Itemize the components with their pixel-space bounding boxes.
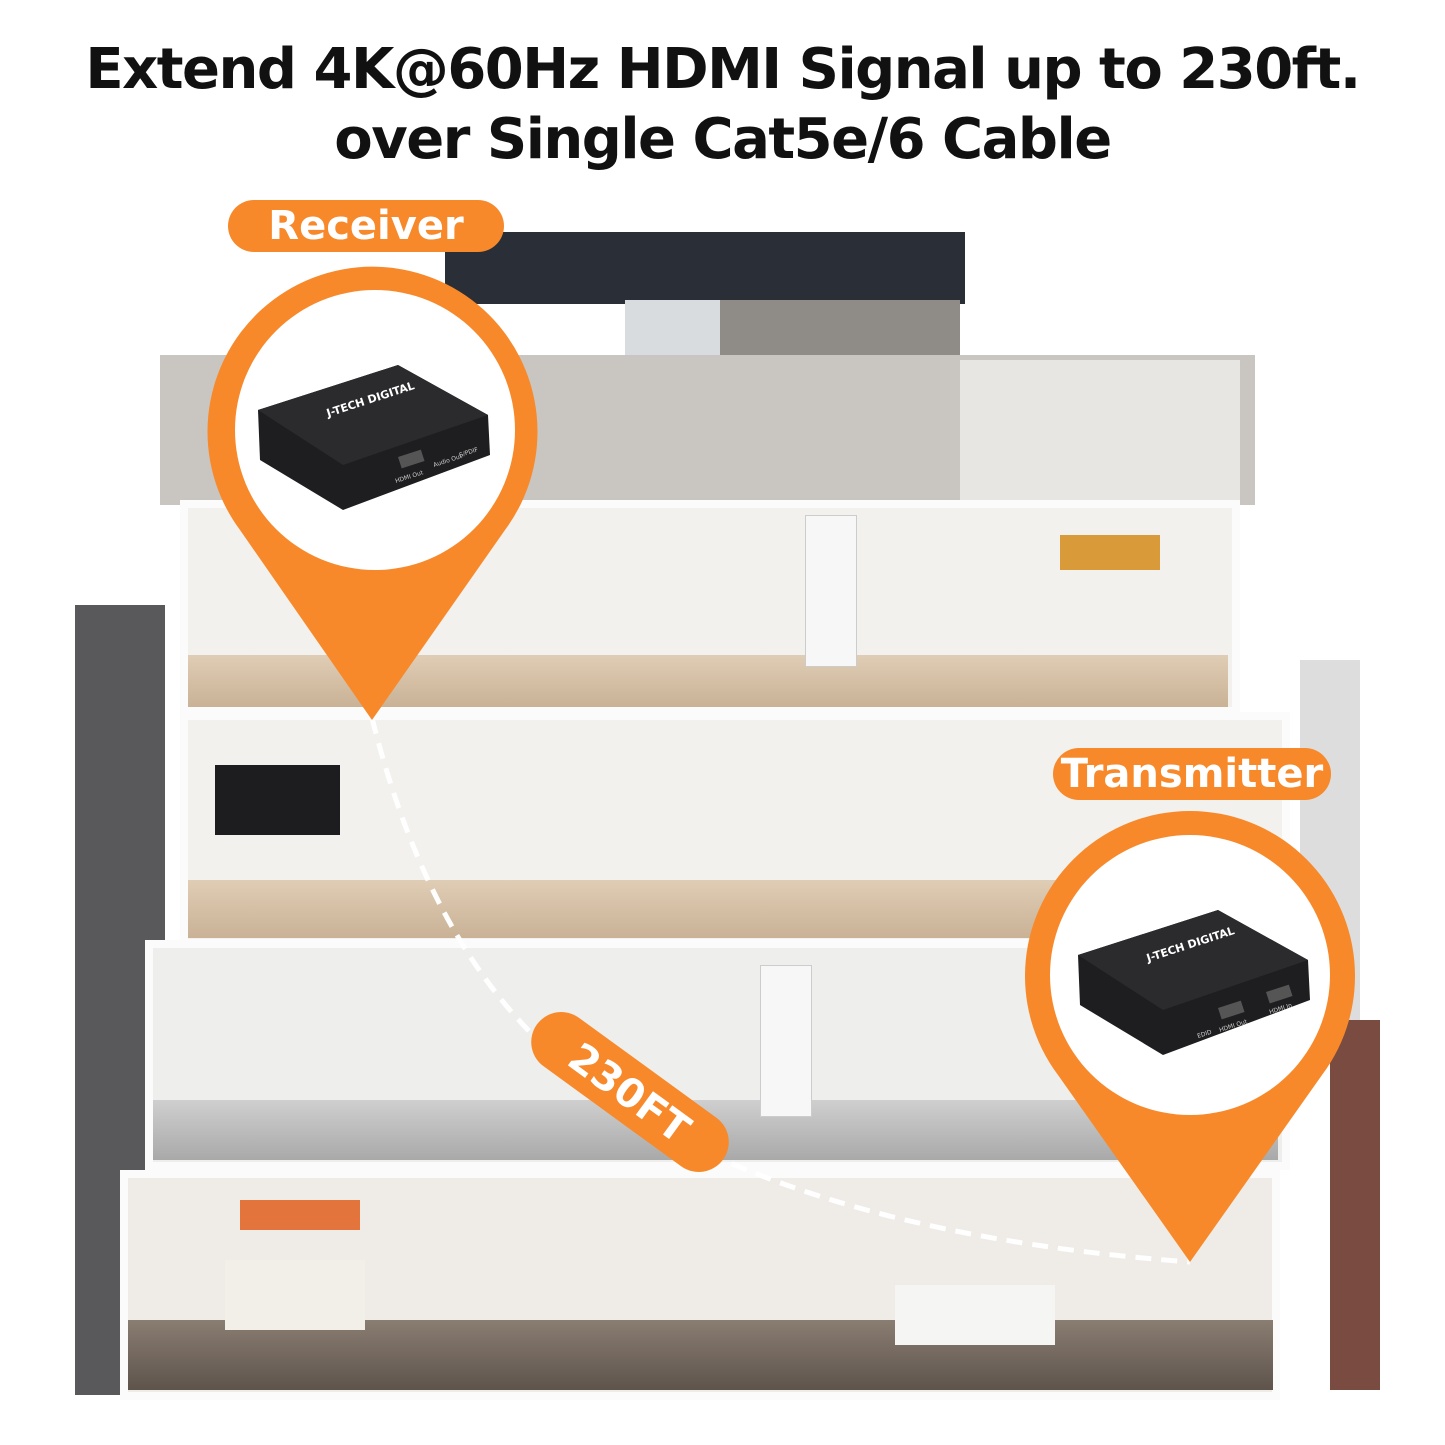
transmitter-label: Transmitter [1053, 748, 1331, 800]
transmitter-pin: J-TECH DIGITAL EDID HDMI Out HDMI In [1024, 811, 1355, 1262]
headline-line-2: over Single Cat5e/6 Cable [334, 107, 1112, 172]
headline-line-1: Extend 4K@60Hz HDMI Signal up to 230ft. [85, 37, 1361, 102]
port-label-edid: EDID [1196, 1029, 1213, 1040]
distance-badge: 230FT [531, 1012, 729, 1172]
receiver-pin: J-TECH DIGITAL HDMI Out Audio Out S/PDIF [207, 266, 538, 720]
receiver-device: J-TECH DIGITAL HDMI Out Audio Out S/PDIF [258, 365, 490, 510]
cable-path [369, 717, 1191, 1265]
transmitter-device: J-TECH DIGITAL EDID HDMI Out HDMI In [1078, 910, 1310, 1055]
receiver-label: Receiver [228, 200, 504, 252]
